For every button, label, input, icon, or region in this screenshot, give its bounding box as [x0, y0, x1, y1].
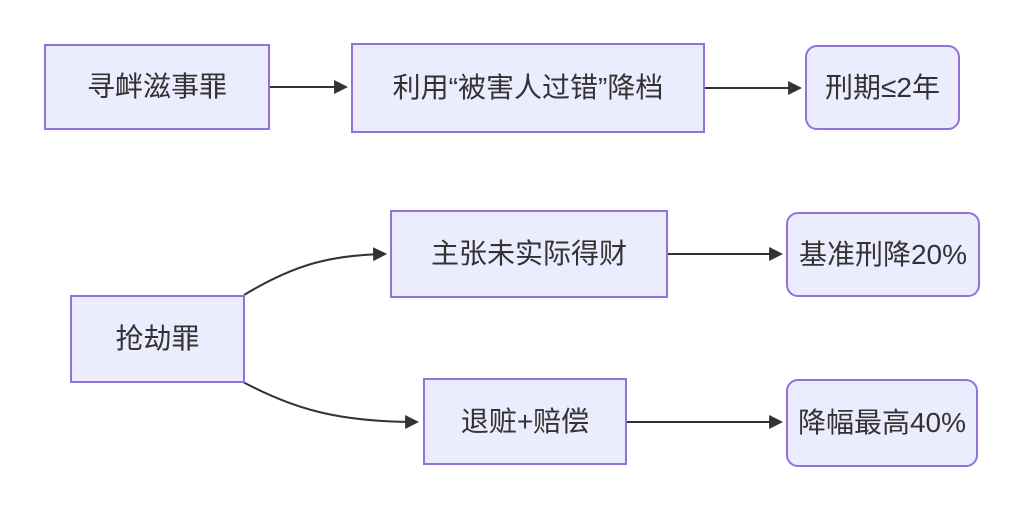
node-label: 基准刑降20%	[798, 238, 968, 270]
node-label: 寻衅滋事罪	[86, 71, 227, 103]
node-max-reduction-40pct: 降幅最高40%	[786, 379, 978, 467]
node-claim-no-actual-gain: 主张未实际得财	[390, 210, 668, 298]
node-restitution-plus-compensation: 退赃+赔偿	[423, 378, 627, 465]
arrow-d-to-e-curve	[243, 247, 388, 296]
node-label: 利用“被害人过错”降档	[392, 72, 664, 104]
node-base-sentence-minus-20pct: 基准刑降20%	[786, 212, 980, 297]
arrow-d-to-g-curve	[242, 381, 420, 429]
node-label: 主张未实际得财	[430, 238, 627, 270]
node-picking-quarrels-crime: 寻衅滋事罪	[44, 44, 270, 130]
node-label: 降幅最高40%	[797, 407, 967, 439]
node-label: 抢劫罪	[115, 323, 200, 355]
node-sentence-max-2-years: 刑期≤2年	[805, 45, 960, 130]
node-label: 刑期≤2年	[825, 71, 940, 103]
node-robbery-crime: 抢劫罪	[70, 295, 245, 383]
node-label: 退赃+赔偿	[460, 405, 590, 437]
node-victim-fault-downgrade: 利用“被害人过错”降档	[351, 43, 705, 133]
